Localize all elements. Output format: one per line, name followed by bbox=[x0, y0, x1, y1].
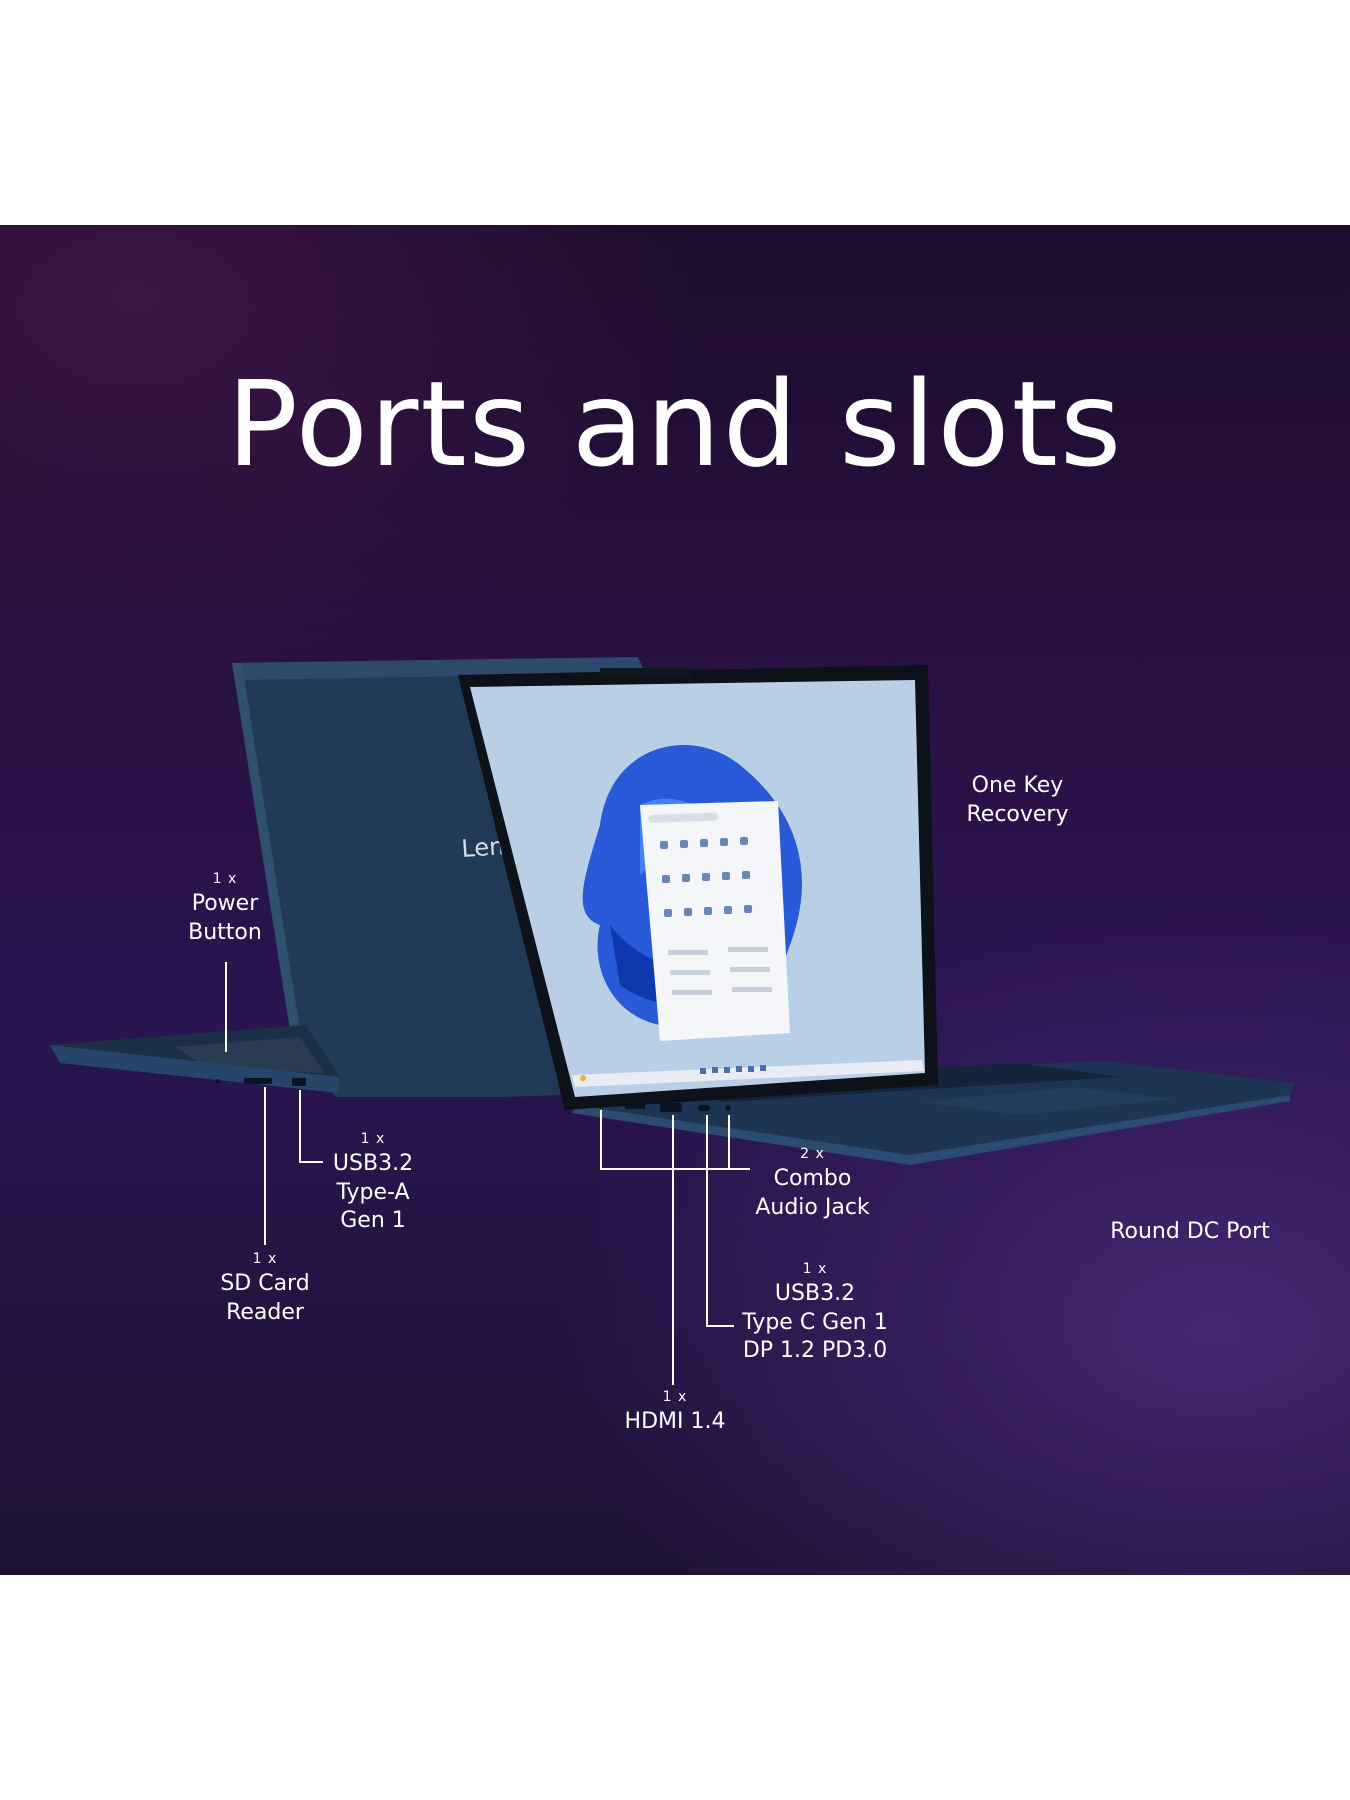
sd-card-label: 1 x SD Card Reader bbox=[200, 1250, 330, 1327]
sd-card-leader bbox=[264, 1087, 266, 1245]
rear-laptop-logo: Len bbox=[460, 832, 505, 863]
taskbar bbox=[572, 1060, 924, 1087]
power-button-text: Power Button bbox=[188, 891, 262, 945]
sd-card-qty: 1 x bbox=[252, 1251, 278, 1267]
hdmi-port bbox=[660, 1103, 682, 1112]
usb-c-leader-h bbox=[706, 1325, 734, 1327]
usb-c-leader-v bbox=[706, 1115, 708, 1327]
usb-a-qty: 1 x bbox=[360, 1131, 386, 1147]
round-dc-text: Round DC Port bbox=[1110, 1219, 1270, 1244]
usb-a-leader-h bbox=[299, 1161, 323, 1163]
combo-leader-h bbox=[600, 1168, 750, 1170]
product-banner: Len bbox=[0, 225, 1350, 1575]
round-dc-label: Round DC Port bbox=[1090, 1218, 1290, 1247]
power-button-qty: 1 x bbox=[212, 871, 238, 887]
webcam-bar bbox=[600, 668, 690, 676]
usb-a-label: 1 x USB3.2 Type-A Gen 1 bbox=[318, 1130, 428, 1236]
power-button-leader bbox=[225, 962, 227, 1052]
usb-c-label: 1 x USB3.2 Type C Gen 1 DP 1.2 PD3.0 bbox=[725, 1260, 905, 1366]
hdmi-label: 1 x HDMI 1.4 bbox=[610, 1388, 740, 1437]
power-button-label: 1 x Power Button bbox=[170, 870, 280, 947]
combo-leader-v1 bbox=[600, 1110, 602, 1170]
page-title: Ports and slots bbox=[226, 355, 1124, 493]
usb-c-text: USB3.2 Type C Gen 1 DP 1.2 PD3.0 bbox=[742, 1281, 888, 1364]
laptop-illustration: Len bbox=[50, 657, 1295, 1165]
sd-card-text: SD Card Reader bbox=[220, 1271, 310, 1325]
hdmi-leader bbox=[672, 1115, 674, 1385]
start-menu-icons bbox=[660, 837, 752, 917]
audio-jack bbox=[725, 1105, 731, 1111]
combo-leader-v2 bbox=[728, 1115, 730, 1170]
one-key-recovery-label: One Key Recovery bbox=[950, 772, 1085, 829]
hdmi-qty: 1 x bbox=[662, 1389, 688, 1405]
hdmi-text: HDMI 1.4 bbox=[624, 1409, 726, 1435]
start-menu bbox=[640, 801, 790, 1041]
usb-a-slot-left bbox=[292, 1078, 306, 1086]
power-button-dot bbox=[216, 1079, 220, 1083]
combo-audio-label: 2 x Combo Audio Jack bbox=[740, 1145, 885, 1222]
combo-audio-qty: 2 x bbox=[800, 1146, 825, 1162]
one-key-recovery-text: One Key Recovery bbox=[966, 773, 1069, 827]
usb-c-qty: 1 x bbox=[802, 1261, 828, 1277]
usb-a-text: USB3.2 Type-A Gen 1 bbox=[332, 1151, 414, 1234]
usb-c-port bbox=[698, 1105, 710, 1111]
usb-a-leader-v bbox=[299, 1090, 301, 1163]
sd-card-slot bbox=[244, 1078, 272, 1084]
front-laptop-touchpad bbox=[920, 1087, 1175, 1115]
combo-audio-text: Combo Audio Jack bbox=[755, 1166, 870, 1220]
